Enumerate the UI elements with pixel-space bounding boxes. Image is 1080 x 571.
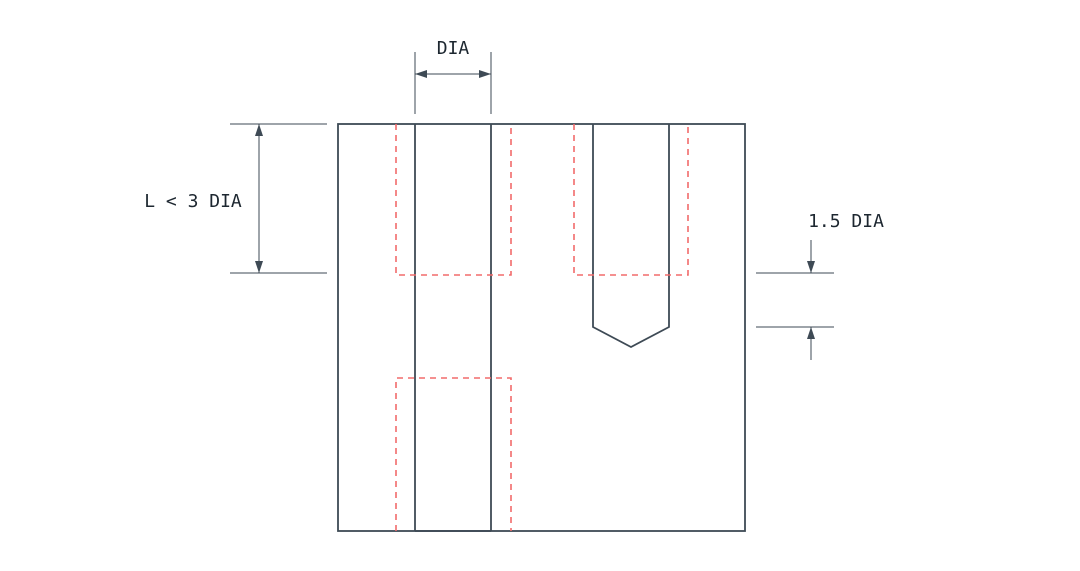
arrowhead-down bbox=[807, 261, 815, 273]
blind-hole bbox=[592, 124, 670, 349]
tip-label: 1.5 DIA bbox=[808, 211, 884, 232]
length-dimension: L < 3 DIA bbox=[144, 123, 327, 274]
tip-dimension: 1.5 DIA bbox=[756, 211, 884, 360]
arrowhead-left bbox=[415, 70, 427, 78]
hidden-counterbore-blind bbox=[573, 124, 689, 276]
dia-dimension: DIA bbox=[414, 38, 492, 114]
arrowhead-top bbox=[255, 124, 263, 136]
workpiece-outline bbox=[337, 123, 746, 532]
hidden-counterbore-upper bbox=[395, 124, 512, 276]
length-label: L < 3 DIA bbox=[144, 191, 242, 212]
arrowhead-bottom bbox=[255, 261, 263, 273]
hidden-counterbore-lower bbox=[395, 377, 512, 531]
arrowhead-right bbox=[479, 70, 491, 78]
arrowhead-up bbox=[807, 327, 815, 339]
dia-label: DIA bbox=[437, 38, 470, 59]
